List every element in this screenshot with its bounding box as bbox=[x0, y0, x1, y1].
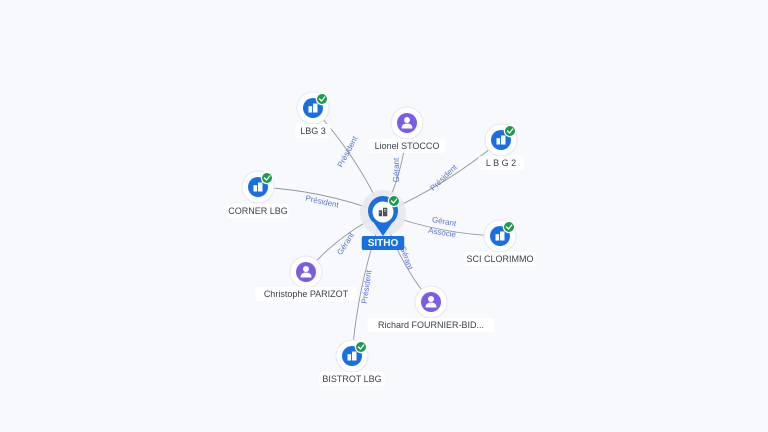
node-label: SCI CLORIMMO bbox=[466, 254, 533, 264]
verified-check-icon bbox=[354, 340, 368, 354]
verified-check-icon bbox=[503, 124, 517, 138]
node-label: Christophe PARIZOT bbox=[264, 289, 349, 299]
center-label: SITHO bbox=[368, 238, 399, 249]
node-lbg3[interactable]: LBG 3 bbox=[295, 91, 331, 138]
edge-label: Associé bbox=[427, 226, 457, 240]
edge-label: Président bbox=[428, 162, 459, 192]
node-label-bg bbox=[367, 318, 495, 332]
person-icon bbox=[425, 296, 437, 308]
edge-label: Gérant bbox=[392, 157, 401, 182]
node-label: LBG 3 bbox=[300, 126, 326, 136]
node-richard[interactable]: Richard FOURNIER-BID... bbox=[367, 285, 495, 332]
edge-label: Gérant bbox=[335, 230, 356, 256]
edge-label: Gérant bbox=[431, 215, 457, 228]
node-christophe[interactable]: Christophe PARIZOT bbox=[255, 255, 357, 301]
node-lionel[interactable]: Lionel STOCCO bbox=[368, 106, 446, 153]
node-label: Lionel STOCCO bbox=[375, 141, 440, 151]
person-icon bbox=[300, 266, 312, 278]
node-lbg2[interactable]: L B G 2 bbox=[478, 123, 524, 170]
node-label-bg bbox=[478, 156, 524, 170]
building-icon bbox=[308, 103, 318, 113]
node-bistrot[interactable]: BISTROT LBG bbox=[318, 339, 386, 386]
building-icon bbox=[496, 135, 506, 145]
person-icon bbox=[401, 117, 413, 129]
node-sciclorimmo[interactable]: SCI CLORIMMO bbox=[464, 219, 536, 266]
building-icon bbox=[378, 207, 388, 217]
verified-check-icon bbox=[387, 194, 401, 208]
edge-label: Président bbox=[360, 269, 374, 304]
node-label-bg bbox=[368, 139, 446, 153]
verified-check-icon bbox=[260, 171, 274, 185]
node-label: L B G 2 bbox=[486, 158, 516, 168]
node-label-bg bbox=[227, 204, 289, 218]
nodes-layer: LBG 3 Lionel STOCCO L B G 2 CORNER LBG SCI C… bbox=[227, 91, 536, 386]
verified-check-icon bbox=[315, 92, 329, 106]
node-label: BISTROT LBG bbox=[322, 374, 381, 384]
node-label: CORNER LBG bbox=[228, 206, 288, 216]
node-label-bg bbox=[464, 252, 536, 266]
node-label: Richard FOURNIER-BID... bbox=[378, 320, 484, 330]
node-label-bg bbox=[295, 124, 331, 138]
node-label-bg bbox=[255, 287, 357, 301]
building-icon bbox=[495, 231, 505, 241]
building-icon bbox=[347, 351, 357, 361]
center-node[interactable]: SITHO bbox=[360, 190, 406, 250]
node-label-bg bbox=[318, 372, 386, 386]
node-corner[interactable]: CORNER LBG bbox=[227, 170, 289, 218]
center-label-bg bbox=[361, 236, 405, 250]
building-icon bbox=[253, 182, 263, 192]
verified-check-icon bbox=[502, 220, 516, 234]
edge-label: Président bbox=[305, 194, 341, 210]
